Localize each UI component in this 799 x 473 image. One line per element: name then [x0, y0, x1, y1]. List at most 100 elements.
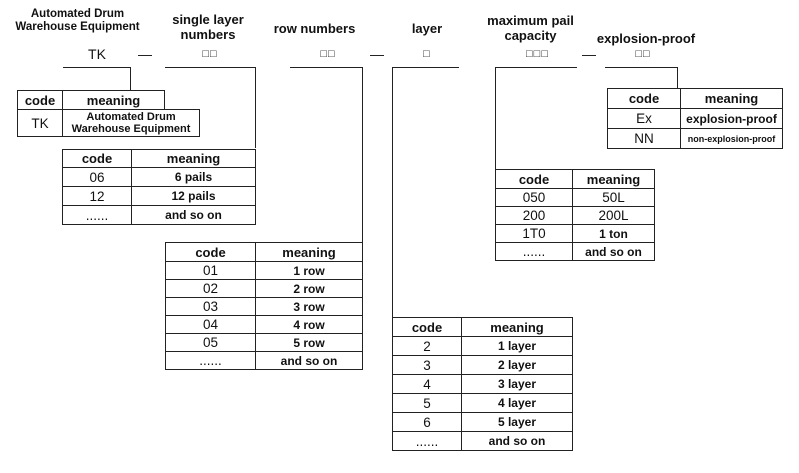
table-row: Ex explosion-proof — [607, 108, 783, 129]
table-row-meaning: 1 row — [255, 261, 363, 280]
underline-explosion — [605, 67, 677, 68]
table-layer: code meaning 2 1 layer 3 2 layer 4 3 lay… — [392, 317, 573, 451]
table-single-header-code: code — [62, 149, 132, 168]
table-capacity-meaning: 1 ton — [572, 224, 655, 243]
table-capacity-code: 1T0 — [495, 224, 573, 243]
table-row: 04 4 row — [165, 315, 363, 334]
table-layer-code: 4 — [392, 374, 462, 394]
table-single-code: 06 — [62, 167, 132, 187]
table-prefix-code: TK — [17, 109, 63, 137]
table-layer-meaning: 3 layer — [461, 374, 573, 394]
table-capacity-header-meaning: meaning — [572, 169, 655, 189]
table-single-meaning: 6 pails — [131, 167, 256, 187]
underline-prefix — [63, 67, 130, 68]
table-row-meaning: 3 row — [255, 297, 363, 316]
table-prefix-row: TK Automated Drum Warehouse Equipment — [17, 109, 200, 137]
table-prefix-meaning-line1: Automated Drum — [86, 111, 176, 123]
table-row: 4 3 layer — [392, 374, 573, 394]
table-layer-code: ...... — [392, 431, 462, 451]
underline-row — [290, 67, 362, 68]
table-capacity-code: 050 — [495, 188, 573, 207]
explosion-placeholder: □□ — [635, 48, 651, 60]
table-layer-code: 3 — [392, 355, 462, 375]
table-capacity-meaning: 50L — [572, 188, 655, 207]
table-row-meaning: 5 row — [255, 333, 363, 352]
table-row-code: 03 — [165, 297, 256, 316]
capacity-placeholder: □□□ — [526, 48, 549, 60]
model-dash-1: — — [138, 46, 152, 62]
header-maximum-pail-capacity: maximum pail capacity — [478, 13, 583, 43]
table-prefix-meaning: Automated Drum Warehouse Equipment — [62, 109, 200, 137]
underline-capacity — [495, 67, 577, 68]
connector-layer — [392, 67, 393, 317]
table-capacity-code: 200 — [495, 206, 573, 225]
table-row: 03 3 row — [165, 297, 363, 316]
table-prefix-meaning-line2: Warehouse Equipment — [71, 123, 191, 135]
table-layer-code: 5 — [392, 393, 462, 413]
table-capacity: code meaning 050 50L 200 200L 1T0 1 ton … — [495, 169, 655, 261]
table-capacity-meaning: and so on — [572, 242, 655, 261]
header-layer: layer — [411, 21, 443, 36]
table-row: 06 6 pails — [62, 167, 256, 187]
table-prefix: code meaning — [17, 90, 165, 110]
table-prefix-header-meaning: meaning — [62, 90, 165, 110]
table-row-meaning: 2 row — [255, 279, 363, 298]
table-row: 2 1 layer — [392, 336, 573, 356]
table-row: 02 2 row — [165, 279, 363, 298]
table-single-meaning: and so on — [131, 205, 256, 225]
table-row-code: ...... — [165, 351, 256, 370]
header-single-line2: numbers — [180, 27, 236, 42]
table-row: TK Automated Drum Warehouse Equipment — [17, 109, 200, 137]
table-layer-header-code: code — [392, 317, 462, 337]
table-row: ...... and so on — [165, 351, 363, 370]
table-layer-code: 2 — [392, 336, 462, 356]
table-single-code: 12 — [62, 186, 132, 206]
layer-placeholder: □ — [423, 48, 431, 60]
header-automated-drum: Automated Drum Warehouse Equipment — [5, 8, 150, 34]
table-explosion-code: NN — [607, 128, 681, 149]
connector-explosion — [677, 67, 678, 88]
model-prefix: TK — [88, 46, 106, 62]
table-explosion-header-code: code — [607, 88, 681, 109]
header-single-layer-numbers: single layer numbers — [158, 12, 258, 42]
table-layer-meaning: 1 layer — [461, 336, 573, 356]
table-row-code: 05 — [165, 333, 256, 352]
table-row: 200 200L — [495, 206, 655, 225]
table-row: 5 4 layer — [392, 393, 573, 413]
table-row-numbers: code meaning 01 1 row 02 2 row 03 3 row … — [165, 242, 363, 370]
connector-row — [362, 67, 363, 242]
table-single-layer: code meaning 06 6 pails 12 12 pails ....… — [62, 149, 256, 225]
header-explosion-proof: explosion-proof — [596, 31, 696, 46]
single-placeholder: □□ — [202, 48, 218, 60]
table-row: 1T0 1 ton — [495, 224, 655, 243]
table-explosion-meaning: non-explosion-proof — [680, 128, 783, 149]
table-layer-meaning: 4 layer — [461, 393, 573, 413]
table-row-code: 02 — [165, 279, 256, 298]
model-dash-3: — — [582, 46, 596, 62]
table-row: ...... and so on — [392, 431, 573, 451]
table-row-code: 01 — [165, 261, 256, 280]
table-prefix-header-code: code — [17, 90, 63, 110]
table-row-meaning: 4 row — [255, 315, 363, 334]
underline-single — [165, 67, 255, 68]
table-explosion-meaning: explosion-proof — [680, 108, 783, 129]
table-layer-header-meaning: meaning — [461, 317, 573, 337]
header-single-line1: single layer — [172, 12, 244, 27]
table-row: 6 5 layer — [392, 412, 573, 432]
table-layer-meaning: 2 layer — [461, 355, 573, 375]
header-capacity-line2: capacity — [504, 28, 557, 43]
connector-prefix — [130, 67, 131, 90]
table-layer-code: 6 — [392, 412, 462, 432]
table-explosion-code: Ex — [607, 108, 681, 129]
model-dash-2: — — [370, 46, 384, 62]
table-row: 3 2 layer — [392, 355, 573, 375]
table-row-code: 04 — [165, 315, 256, 334]
table-row-header-meaning: meaning — [255, 242, 363, 262]
table-capacity-header-code: code — [495, 169, 573, 189]
table-row: 050 50L — [495, 188, 655, 207]
table-single-header-meaning: meaning — [131, 149, 256, 168]
table-row: 12 12 pails — [62, 186, 256, 206]
table-single-meaning: 12 pails — [131, 186, 256, 206]
table-row: 01 1 row — [165, 261, 363, 280]
table-row: NN non-explosion-proof — [607, 128, 783, 149]
